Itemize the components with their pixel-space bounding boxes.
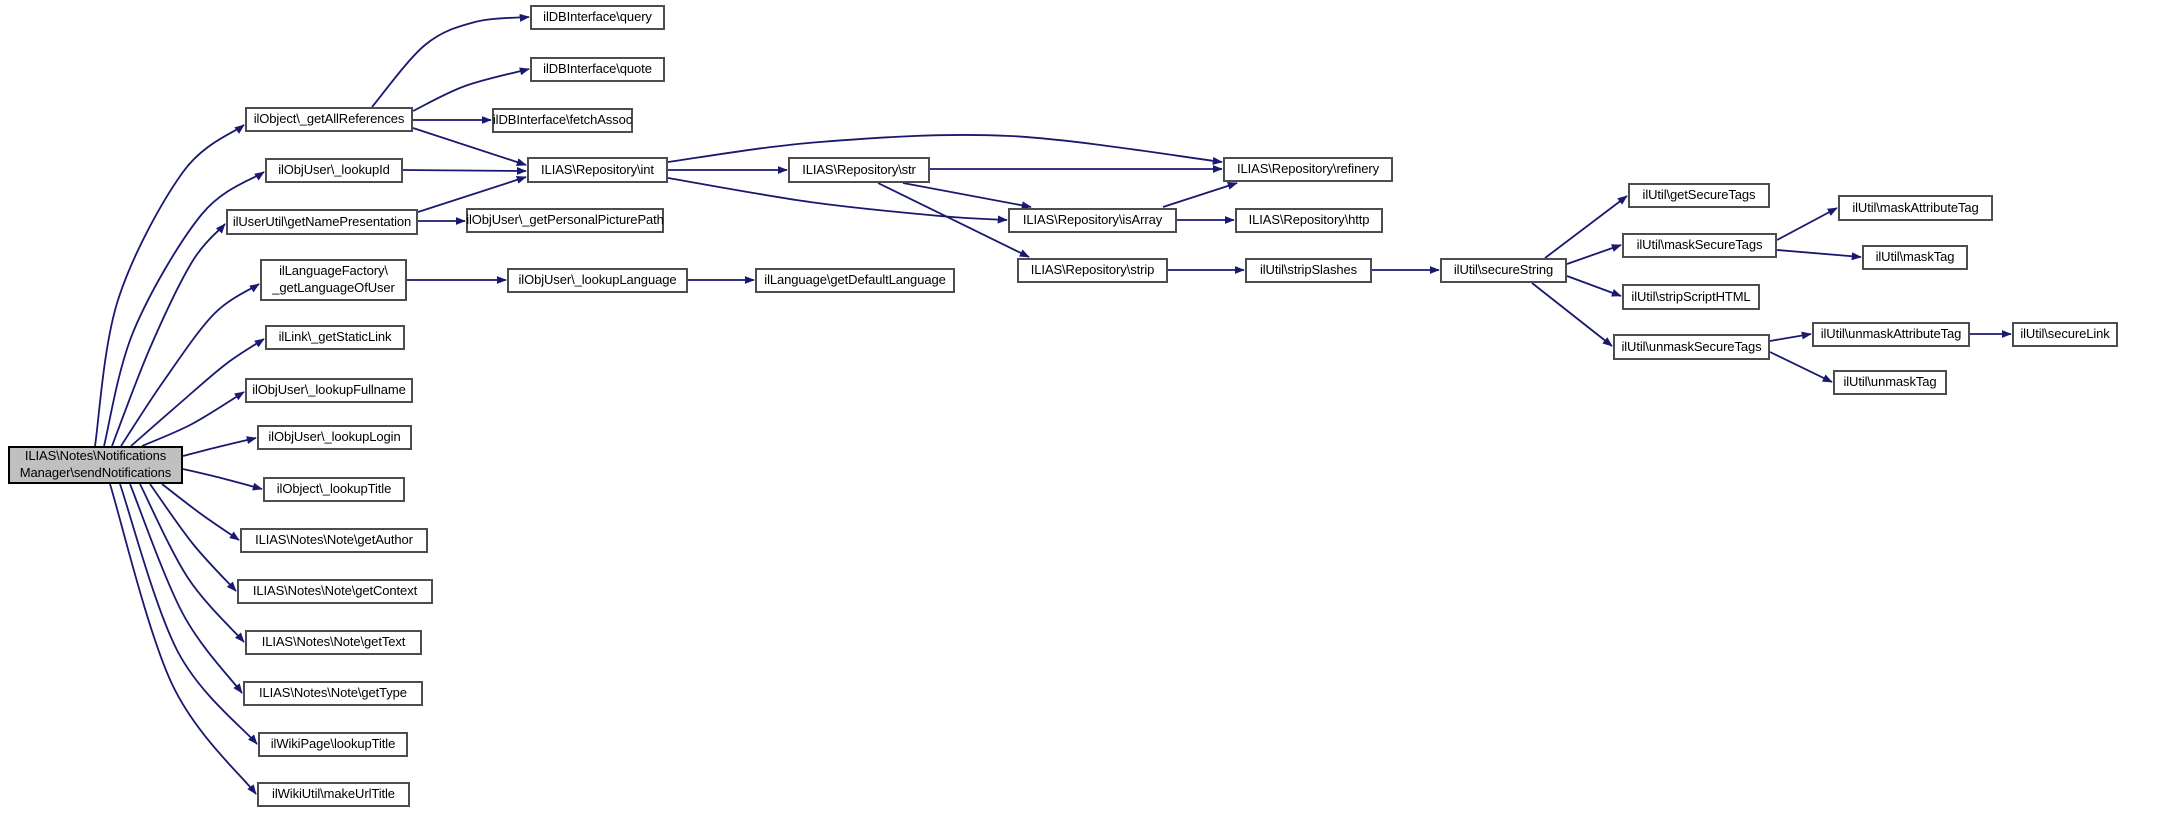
edge-secureString-stripScriptHTML [1566, 275, 1622, 297]
node-ilias-repository-str[interactable]: ILIAS\Repository\str [788, 157, 930, 183]
node-ilias-notes-note-gettext[interactable]: ILIAS\Notes\Note\getText [245, 630, 422, 655]
node-ilutil-unmaskattributetag[interactable]: ilUtil\unmaskAttributeTag [1812, 322, 1970, 347]
node-ilutil-maskattributetag[interactable]: ilUtil\maskAttributeTag [1838, 195, 1993, 221]
node-ilutil-stripslashes[interactable]: ilUtil\stripSlashes [1245, 258, 1372, 283]
edge-maskSecureTags-maskAttributeTag [1776, 207, 1838, 241]
edge-sendNotifications-lookupId [103, 171, 265, 447]
edge-unmaskSecureTags-unmaskTag [1769, 351, 1833, 383]
node-ilobjuser-getpersonalpicturepath[interactable]: ilObjUser\_getPersonalPicturePath [466, 208, 664, 233]
edge-sendNotifications-getAllReferences [94, 124, 245, 447]
edge-sendNotifications-getContext [149, 483, 237, 592]
edge-sendNotifications-lookupTitleObj [182, 468, 263, 491]
edge-getAllReferences-quote [412, 67, 530, 112]
node-ilobjuser-lookuplanguage[interactable]: ilObjUser\_lookupLanguage [507, 268, 688, 293]
node-ilias-repository-isarray[interactable]: ILIAS\Repository\isArray [1008, 208, 1177, 233]
edge-int-refinery [667, 134, 1223, 165]
node-ilobjuser-lookupid[interactable]: ilObjUser\_lookupId [265, 158, 403, 183]
node-ilutil-masksecuretags[interactable]: ilUtil\maskSecureTags [1622, 233, 1777, 258]
node-iluserutil-getnamepresentation[interactable]: ilUserUtil\getNamePresentation [226, 209, 418, 235]
node-ilias-notes-note-gettype[interactable]: ILIAS\Notes\Note\getType [243, 681, 423, 706]
node-ilias-repository-http[interactable]: ILIAS\Repository\http [1235, 208, 1383, 233]
node-ilobject-lookuptitle[interactable]: ilObject\_lookupTitle [263, 477, 405, 502]
edge-sendNotifications-getLanguageOfUser [120, 283, 260, 447]
edge-maskSecureTags-maskTag [1776, 249, 1862, 261]
node-ildbinterface-quote[interactable]: ilDBInterface\quote [530, 57, 665, 82]
node-ilwikipage-lookuptitle[interactable]: ilWikiPage\lookupTitle [258, 732, 408, 757]
edge-sendNotifications-getNamePresentation [111, 223, 226, 447]
edge-secureString-getSecureTags [1544, 195, 1628, 259]
node-ilutil-unmasktag[interactable]: ilUtil\unmaskTag [1833, 370, 1947, 395]
edge-lookupId-int [402, 166, 527, 175]
edge-str-isArray [902, 182, 1032, 210]
edge-sendNotifications-getAuthor [161, 483, 240, 541]
node-ilias-notes-note-getcontext[interactable]: ILIAS\Notes\Note\getContext [237, 579, 433, 604]
edge-int-isArray [667, 177, 1008, 224]
node-ilias-notes-notificationsmanager-sendnotifications: ILIAS\Notes\Notifications Manager\sendNo… [8, 446, 183, 484]
edge-str-strip [877, 182, 1030, 258]
node-ilutil-masktag[interactable]: ilUtil\maskTag [1862, 245, 1968, 270]
node-ilutil-getsecuretags[interactable]: ilUtil\getSecureTags [1628, 183, 1770, 208]
node-ilutil-unmasksecuretags[interactable]: ilUtil\unmaskSecureTags [1613, 334, 1770, 360]
node-ilutil-securelink[interactable]: ilUtil\secureLink [2012, 322, 2118, 347]
node-illanguagefactory-getlanguageofuser[interactable]: ilLanguageFactory\ _getLanguageOfUser [260, 259, 407, 301]
edge-isArray-refinery [1162, 182, 1238, 208]
edge-sendNotifications-getStaticLink [130, 338, 265, 447]
node-ilias-repository-refinery[interactable]: ILIAS\Repository\refinery [1223, 157, 1393, 182]
edge-sendNotifications-wikiLookupTitle [119, 483, 258, 745]
node-ilobject-getallreferences[interactable]: ilObject\_getAllReferences [245, 107, 413, 132]
edge-secureString-unmaskSecureTags [1531, 282, 1613, 347]
node-illink-getstaticlink[interactable]: ilLink\_getStaticLink [265, 325, 405, 350]
node-ilias-repository-strip[interactable]: ILIAS\Repository\strip [1017, 258, 1168, 283]
node-ilias-notes-note-getauthor[interactable]: ILIAS\Notes\Note\getAuthor [240, 528, 428, 553]
edge-sendNotifications-lookupFullname [141, 391, 245, 447]
edge-sendNotifications-getType [129, 483, 243, 694]
node-ilobjuser-lookupfullname[interactable]: ilObjUser\_lookupFullname [245, 378, 413, 403]
edge-getAllReferences-int [412, 127, 527, 166]
edge-getNamePresentation-int [417, 176, 527, 213]
edge-sendNotifications-makeUrlTitle [109, 483, 257, 795]
node-ildbinterface-fetchassoc[interactable]: ilDBInterface\fetchAssoc [492, 108, 633, 133]
edge-sendNotifications-lookupLogin [182, 436, 257, 457]
node-ilias-repository-int[interactable]: ILIAS\Repository\int [527, 157, 668, 183]
edge-getAllReferences-query [371, 13, 530, 108]
node-ildbinterface-query[interactable]: ilDBInterface\query [530, 5, 665, 30]
node-illanguage-getdefaultlanguage[interactable]: ilLanguage\getDefaultLanguage [755, 268, 955, 293]
node-ilutil-securestring[interactable]: ilUtil\secureString [1440, 258, 1567, 283]
edge-secureString-maskSecureTags [1566, 244, 1622, 265]
node-ilutil-stripscripthtml[interactable]: ilUtil\stripScriptHTML [1622, 284, 1760, 310]
edge-unmaskSecureTags-unmaskAttributeTag [1769, 331, 1812, 342]
node-ilwikiutil-makeurltitle[interactable]: ilWikiUtil\makeUrlTitle [257, 782, 410, 807]
node-ilobjuser-lookuplogin[interactable]: ilObjUser\_lookupLogin [257, 425, 412, 450]
edge-sendNotifications-getText [139, 483, 245, 643]
